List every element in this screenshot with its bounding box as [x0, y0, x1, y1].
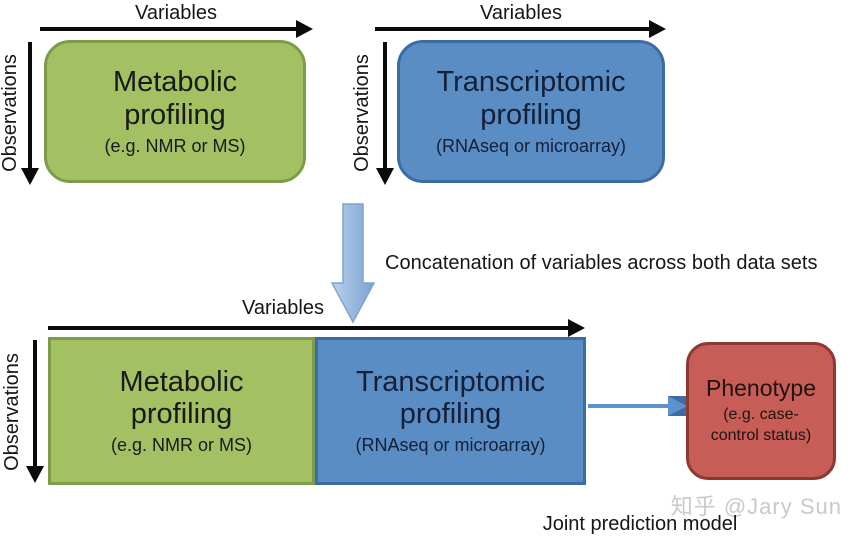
observations-arrow-line-bottom: [33, 340, 37, 467]
block-subtitle: (e.g. NMR or MS): [110, 435, 252, 456]
metabolic-profiling-block-top: Metabolic profiling (e.g. NMR or MS): [44, 40, 306, 183]
big-down-arrow-icon: [330, 203, 376, 324]
block-subtitle: (e.g. NMR or MS): [104, 135, 246, 156]
phenotype-subtitle-line: control status): [710, 427, 812, 444]
transcriptomic-profiling-block-bottom: Transcriptomic profiling (RNAseq or micr…: [315, 337, 586, 485]
observations-arrow-line-top-right: [383, 42, 387, 169]
right-arrowhead-icon: [296, 20, 313, 38]
down-arrowhead-icon: [21, 168, 39, 185]
variables-label-bottom: Variables: [242, 297, 324, 319]
phenotype-subtitle-line: (e.g. case-: [723, 406, 799, 424]
block-subtitle: (RNAseq or microarray): [435, 135, 627, 156]
block-title-line: Metabolic: [119, 365, 244, 398]
watermark-text: 知乎 @Jary Sun: [670, 494, 842, 519]
block-title-line: Transcriptomic: [436, 66, 626, 99]
block-subtitle: (RNAseq or microarray): [355, 435, 546, 456]
concatenation-label: Concatenation of variables across both d…: [385, 252, 818, 274]
right-arrowhead-icon: [649, 20, 666, 38]
block-title-line: Metabolic: [112, 66, 238, 99]
variables-arrow-line-top-right: [375, 27, 651, 31]
right-arrowhead-icon: [568, 319, 585, 337]
phenotype-link-arrow-line: [588, 404, 670, 408]
observations-label-bottom: Observations: [1, 353, 23, 471]
block-title-line: Transcriptomic: [355, 365, 546, 398]
variables-arrow-line-bottom: [48, 326, 570, 330]
phenotype-block: Phenotype (e.g. case- control status): [686, 342, 836, 480]
down-arrowhead-icon: [26, 466, 44, 483]
observations-label-top-left: Observations: [0, 54, 21, 172]
variables-label-top-right: Variables: [480, 2, 562, 24]
variables-arrow-line-top-left: [40, 27, 298, 31]
block-title-line: profiling: [399, 398, 502, 430]
joint-prediction-caption: Joint prediction model: [542, 513, 738, 535]
block-title-line: profiling: [480, 98, 582, 131]
phenotype-title: Phenotype: [706, 375, 816, 402]
observations-arrow-line-top-left: [28, 42, 32, 169]
block-title-line: profiling: [130, 398, 233, 430]
variables-label-top-left: Variables: [135, 2, 217, 24]
metabolic-profiling-block-bottom: Metabolic profiling (e.g. NMR or MS): [48, 337, 315, 485]
block-title-line: profiling: [124, 98, 226, 131]
down-arrowhead-icon: [376, 168, 394, 185]
observations-label-top-right: Observations: [351, 54, 373, 172]
transcriptomic-profiling-block-top: Transcriptomic profiling (RNAseq or micr…: [397, 40, 665, 183]
